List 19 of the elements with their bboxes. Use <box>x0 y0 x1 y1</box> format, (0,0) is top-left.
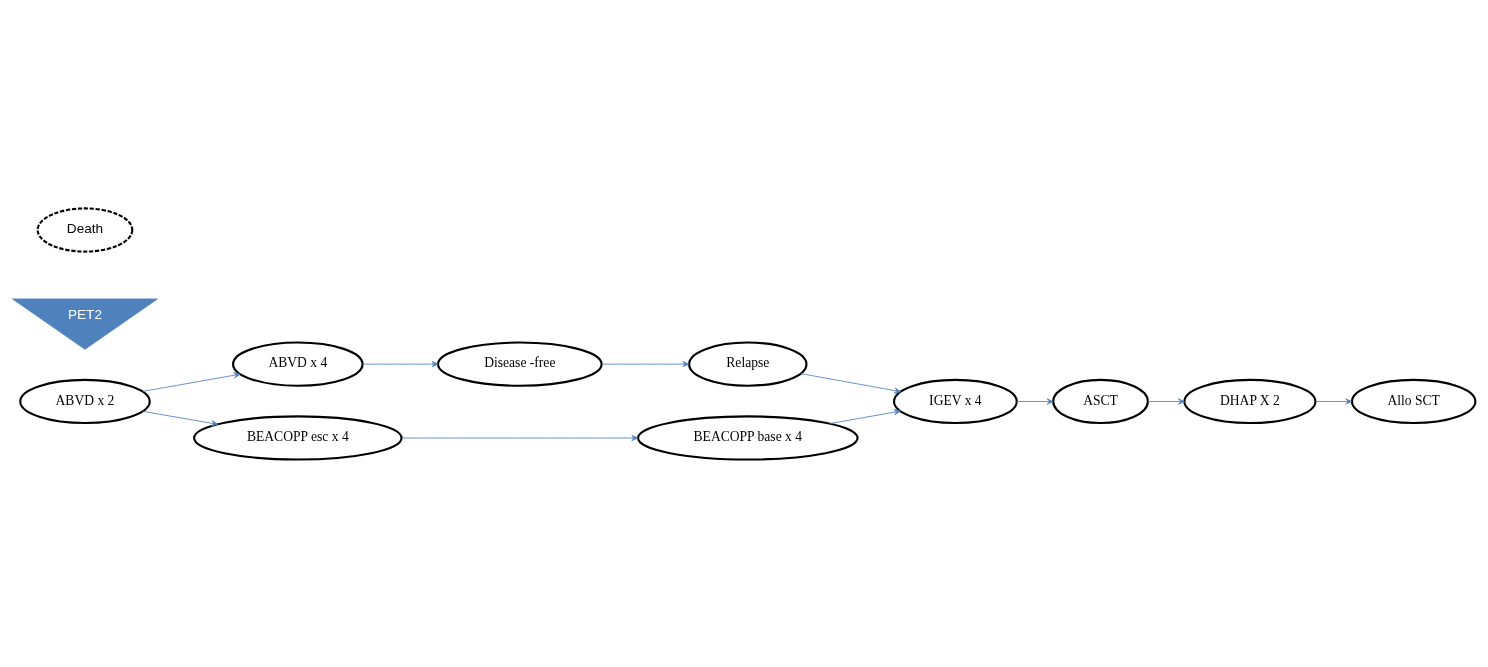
node-ellipse: ASCT <box>1052 378 1149 424</box>
node-ellipse: Relapse <box>688 341 808 387</box>
arrow <box>1147 397 1185 405</box>
arrow <box>362 360 439 367</box>
arrow <box>1315 397 1353 405</box>
node-ellipse: BEACOPP esc x 4 <box>193 414 403 461</box>
node-ellipse: Death <box>36 206 134 253</box>
arrow <box>601 360 690 367</box>
node-ellipse: BEACOPP base x 4 <box>637 414 859 461</box>
node-ellipse: ABVD x 2 <box>19 378 151 424</box>
arrow <box>1016 397 1054 405</box>
node-ellipse: Allo SCT <box>1350 378 1477 424</box>
arrow <box>142 371 241 392</box>
arrow <box>800 372 901 394</box>
node-ellipse: Disease -free <box>437 341 603 387</box>
arrow <box>829 408 901 424</box>
node-ellipse: DHAP X 2 <box>1183 378 1317 424</box>
arrow <box>142 410 218 426</box>
arrow <box>401 434 639 441</box>
